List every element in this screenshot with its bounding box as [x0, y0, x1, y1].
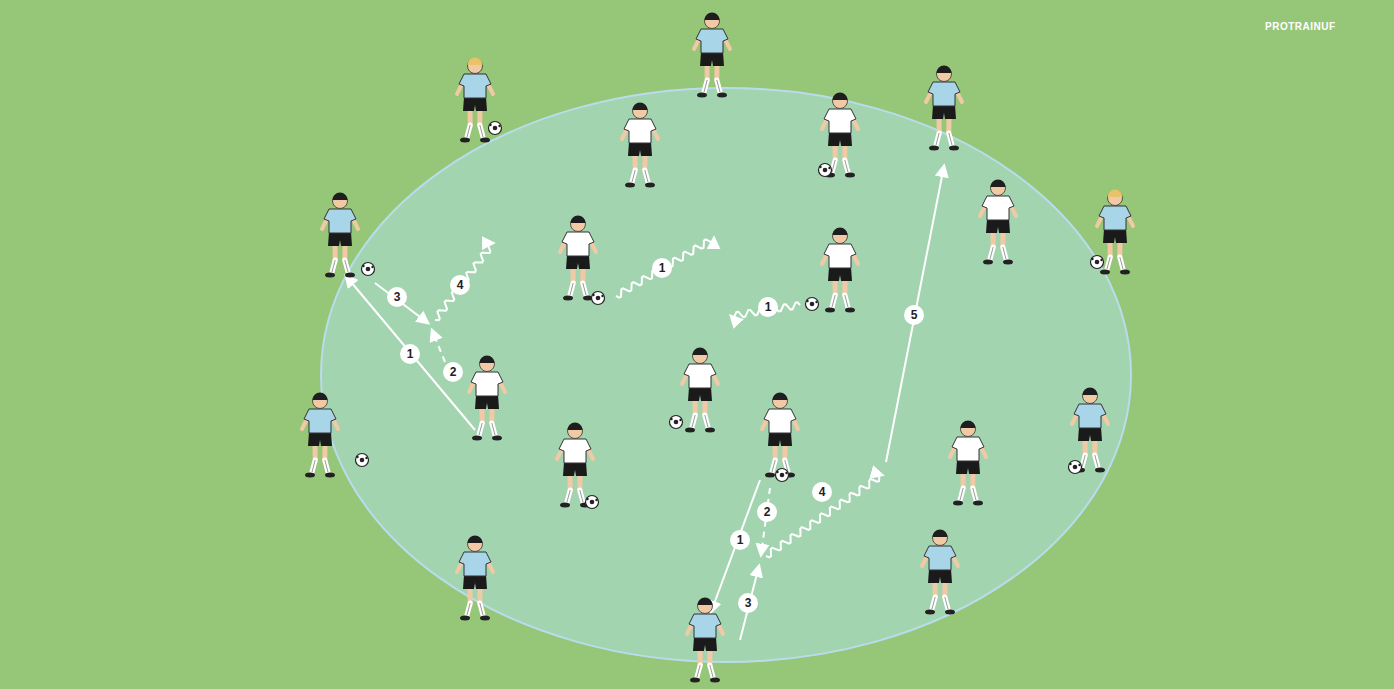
ball: [592, 292, 605, 305]
circle-area: [321, 88, 1131, 662]
ball: [1069, 461, 1082, 474]
outside-player: [457, 58, 493, 143]
ball: [1091, 256, 1104, 269]
ball: [489, 122, 502, 135]
inside-player: [762, 393, 798, 478]
pass-arrow: [886, 166, 944, 462]
inside-player: [822, 228, 858, 313]
outside-player: [694, 13, 730, 98]
pass-arrow: [375, 283, 428, 323]
inside-player: [950, 421, 986, 506]
inside-player: [557, 423, 593, 508]
callout-number: 4: [450, 275, 470, 295]
ball: [776, 469, 789, 482]
inside-player: [469, 356, 505, 441]
callout-number: 2: [757, 502, 777, 522]
callout-number: 5: [904, 305, 924, 325]
callout-number: 1: [400, 344, 420, 364]
outside-player: [1072, 388, 1108, 473]
grass: [8, 10, 1386, 682]
ball: [362, 263, 375, 276]
callout-number: 3: [387, 287, 407, 307]
watermark: PROTRAINUF: [1265, 21, 1336, 32]
inside-player: [682, 348, 718, 433]
ball: [670, 416, 683, 429]
callout-number: 3: [738, 593, 758, 613]
inside-player: [560, 216, 596, 301]
inside-player: [622, 103, 658, 188]
outside-player: [926, 66, 962, 151]
outside-player: [322, 193, 358, 278]
callout-number: 1: [758, 297, 778, 317]
dribble-arrow: [766, 474, 882, 557]
ball: [806, 298, 819, 311]
run-arrow: [432, 330, 445, 362]
dribble-arrow: [616, 238, 714, 298]
ball: [356, 454, 369, 467]
dribble-arrow: [435, 243, 493, 320]
callout-number: 1: [730, 530, 750, 550]
outside-player: [922, 530, 958, 615]
outside-player: [687, 598, 723, 683]
callout-number: 2: [443, 362, 463, 382]
outside-player: [457, 536, 493, 621]
callout-number: 4: [812, 482, 832, 502]
outside-player: [302, 393, 338, 478]
callout-number: 1: [652, 258, 672, 278]
ball: [586, 496, 599, 509]
inside-player: [980, 180, 1016, 265]
pass-arrow: [346, 276, 475, 430]
ball: [819, 164, 832, 177]
